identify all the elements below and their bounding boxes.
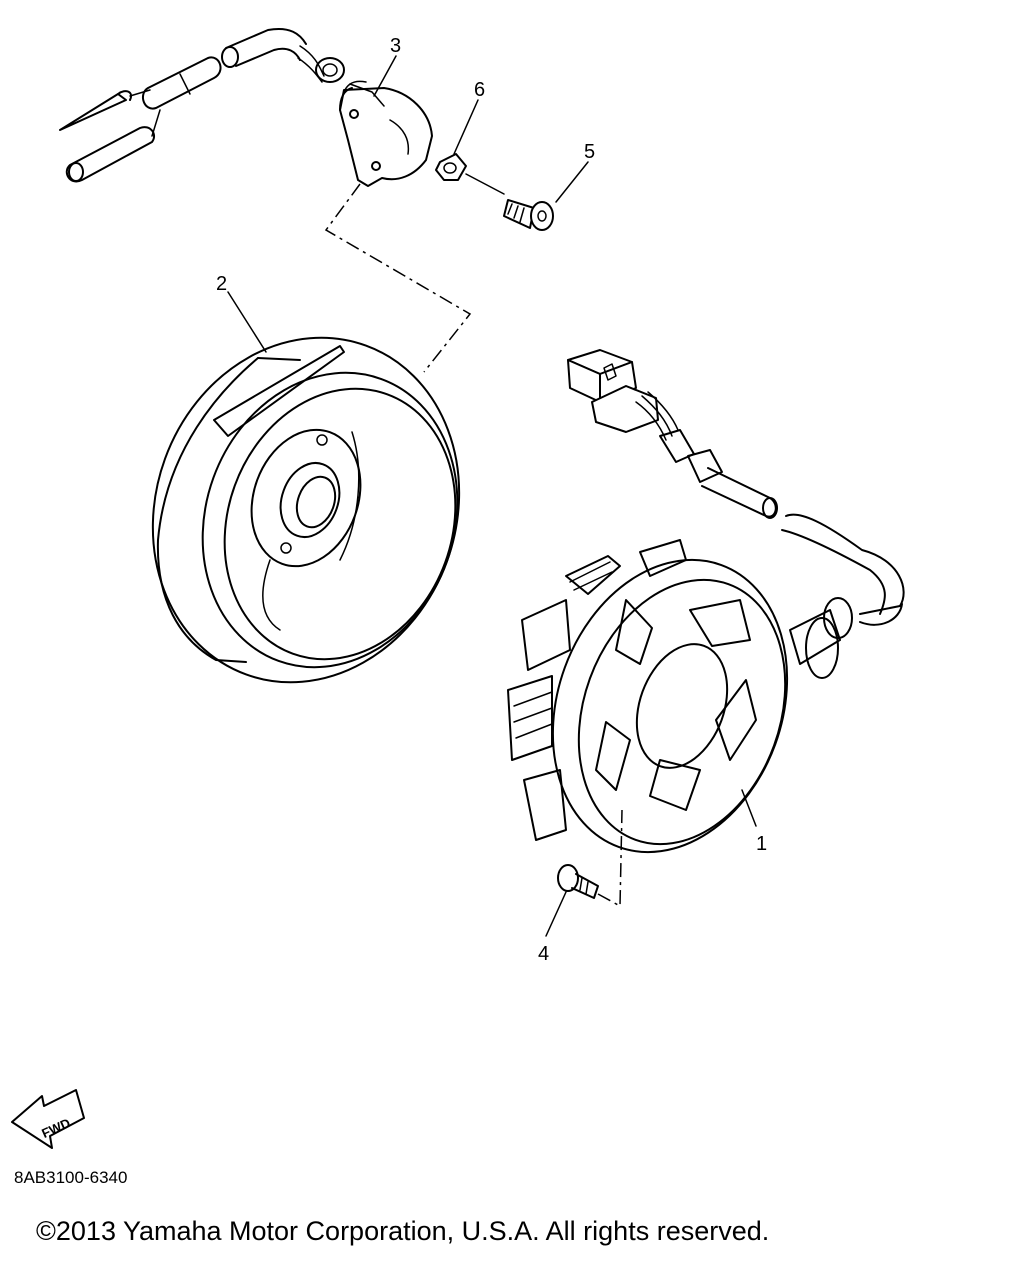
leader-line-1 [741,789,757,827]
callout-6: 6 [474,79,485,101]
diagram-code: 8AB3100-6340 [14,1168,128,1187]
callout-5: 5 [584,141,595,163]
washer-part-6 [435,153,467,181]
callout-2: 2 [216,273,227,295]
leader-line-5 [555,161,589,203]
leader-line-2 [227,291,267,353]
flywheel-rotor-part-2 [151,336,461,684]
leader-line-6 [453,99,479,155]
leader-line-3 [373,55,397,97]
callout-1: 1 [756,833,767,855]
pickup-coil-assembly [59,28,433,187]
leader-line-4 [545,891,567,937]
screw-part-4 [557,864,599,899]
forward-direction-arrow-icon: FWD [11,1089,85,1149]
callout-3: 3 [390,35,401,57]
callout-4: 4 [538,943,549,965]
screw-part-5 [503,199,554,231]
stator-assembly-part-1 [507,349,905,854]
copyright-notice: ©2013 Yamaha Motor Corporation, U.S.A. A… [36,1216,770,1246]
